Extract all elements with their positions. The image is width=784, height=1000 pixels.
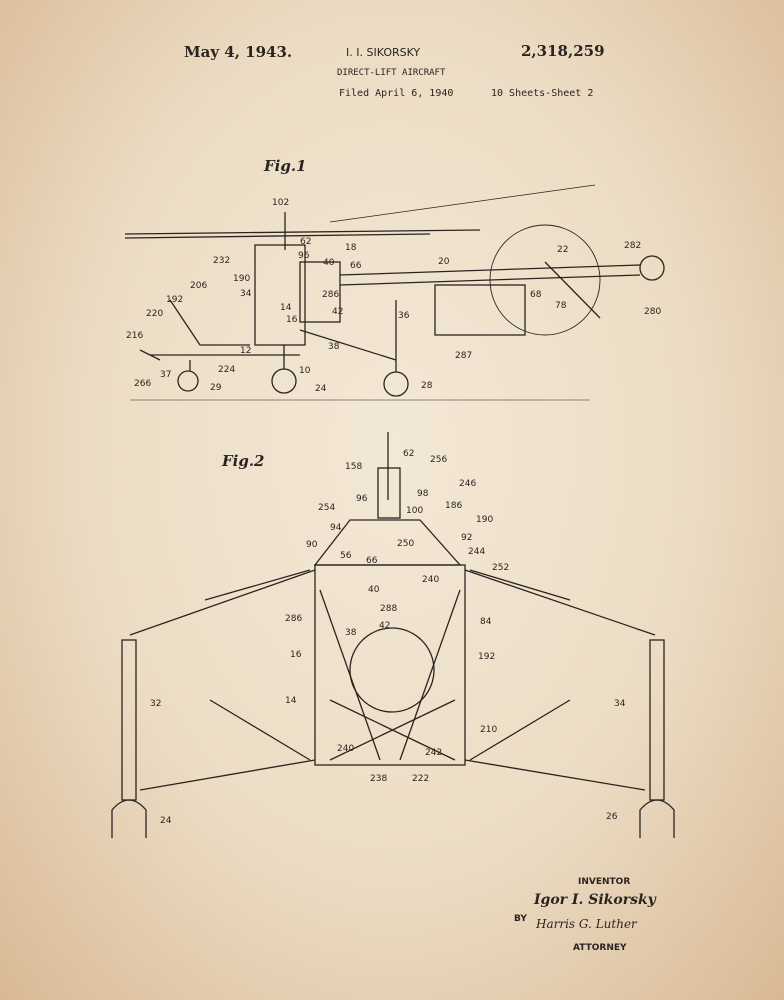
fig2-ref-number: 38 — [345, 628, 357, 638]
fig1-ref-number: 286 — [322, 290, 339, 300]
fig1-ref-number: 42 — [332, 307, 343, 317]
patent-number: 2,318,259 — [521, 42, 605, 60]
fig1-ref-number: 28 — [421, 381, 433, 391]
fig2-ref-number: 14 — [285, 696, 297, 706]
fig2-ref-number: 62 — [403, 449, 414, 459]
fig2-ref-number: 84 — [480, 617, 492, 627]
fig2-reference-numbers: 158 62 256 246 98 254 96 100 186 190 94 92 90 56 250 24… — [150, 449, 626, 826]
fig1-ref-number: 38 — [328, 342, 340, 352]
fig1-ref-number: 206 — [190, 281, 207, 291]
fig1-ref-number: 232 — [213, 256, 230, 266]
fig2-front-view — [111, 432, 675, 838]
fig2-ref-number: 24 — [160, 816, 172, 826]
fig2-ref-number: 242 — [425, 748, 442, 758]
fig1-ref-number: 192 — [166, 295, 183, 305]
fig2-ref-number: 34 — [614, 699, 626, 709]
fig1-ref-number: 14 — [280, 303, 292, 313]
fig2-ref-number: 192 — [478, 652, 495, 662]
fig2-ref-number: 210 — [480, 725, 497, 735]
filed-date: Filed April 6, 1940 — [339, 88, 454, 99]
fig1-label: Fig.1 — [264, 157, 307, 175]
fig2-ref-number: 288 — [380, 604, 397, 614]
fig2-ref-number: 66 — [366, 556, 378, 566]
fig2-label: Fig.2 — [222, 452, 265, 470]
fig1-ref-number: 16 — [286, 315, 298, 325]
patent-title: DIRECT-LIFT AIRCRAFT — [337, 68, 446, 78]
attorney-label: ATTORNEY — [573, 943, 627, 953]
fig1-ref-number: 36 — [398, 311, 410, 321]
fig2-ref-number: 96 — [356, 494, 368, 504]
inventor-signature: Igor I. Sikorsky — [534, 892, 656, 908]
fig1-ref-number: 282 — [624, 241, 641, 251]
fig1-ref-number: 62 — [300, 237, 311, 247]
fig1-ref-number: 34 — [240, 289, 252, 299]
fig1-ref-number: 287 — [455, 351, 472, 361]
fig1-side-view — [124, 184, 665, 401]
fig2-ref-number: 190 — [476, 515, 493, 525]
fig1-ref-number: 280 — [644, 307, 661, 317]
fig2-ref-number: 240 — [337, 744, 354, 754]
fig2-ref-number: 16 — [290, 650, 302, 660]
fig1-ref-number: 224 — [218, 365, 235, 375]
fig2-ref-number: 244 — [468, 547, 485, 557]
fig2-ref-number: 238 — [370, 774, 387, 784]
fig1-ref-number: 68 — [530, 290, 542, 300]
fig1-ref-number: 18 — [345, 243, 357, 253]
fig1-ref-number: 216 — [126, 331, 143, 341]
inventor-header: I. I. SIKORSKY — [346, 46, 421, 59]
fig1-ref-number: 40 — [323, 258, 335, 268]
fig2-ref-number: 100 — [406, 506, 423, 516]
fig2-ref-number: 90 — [306, 540, 318, 550]
fig1-ref-number: 20 — [438, 257, 450, 267]
fig2-ref-number: 240 — [422, 575, 439, 585]
fig1-ref-number: 102 — [272, 198, 289, 208]
fig1-ref-number: 22 — [557, 245, 568, 255]
fig1-ref-number: 190 — [233, 274, 250, 284]
fig2-ref-number: 98 — [417, 489, 429, 499]
fig2-ref-number: 254 — [318, 503, 335, 513]
fig2-ref-number: 32 — [150, 699, 161, 709]
fig2-ref-number: 256 — [430, 455, 447, 465]
fig1-ref-number: 66 — [350, 261, 362, 271]
fig2-ref-number: 42 — [379, 621, 390, 631]
patent-date: May 4, 1943. — [184, 43, 293, 61]
fig1-ref-number: 96 — [298, 251, 310, 261]
fig1-ref-number: 266 — [134, 379, 151, 389]
fig2-ref-number: 92 — [461, 533, 472, 543]
fig2-ref-number: 94 — [330, 523, 342, 533]
by-label: BY — [514, 914, 527, 924]
attorney-signature: Harris G. Luther — [536, 917, 637, 931]
sheet-count: 10 Sheets-Sheet 2 — [491, 88, 594, 99]
fig1-ref-number: 24 — [315, 384, 327, 394]
fig1-ref-number: 12 — [240, 346, 251, 356]
fig1-ref-number: 37 — [160, 370, 171, 380]
fig2-ref-number: 26 — [606, 812, 618, 822]
inventor-label: INVENTOR — [578, 877, 631, 887]
fig2-ref-number: 186 — [445, 501, 462, 511]
fig1-ref-number: 78 — [555, 301, 567, 311]
fig2-ref-number: 246 — [459, 479, 476, 489]
fig1-ref-number: 220 — [146, 309, 163, 319]
fig1-ref-number: 29 — [210, 383, 222, 393]
fig2-ref-number: 286 — [285, 614, 302, 624]
fig2-ref-number: 250 — [397, 539, 414, 549]
fig1-ref-number: 10 — [299, 366, 311, 376]
fig2-ref-number: 56 — [340, 551, 352, 561]
fig2-ref-number: 252 — [492, 563, 509, 573]
fig2-ref-number: 158 — [345, 462, 362, 472]
fig2-ref-number: 222 — [412, 774, 429, 784]
fig2-ref-number: 40 — [368, 585, 380, 595]
